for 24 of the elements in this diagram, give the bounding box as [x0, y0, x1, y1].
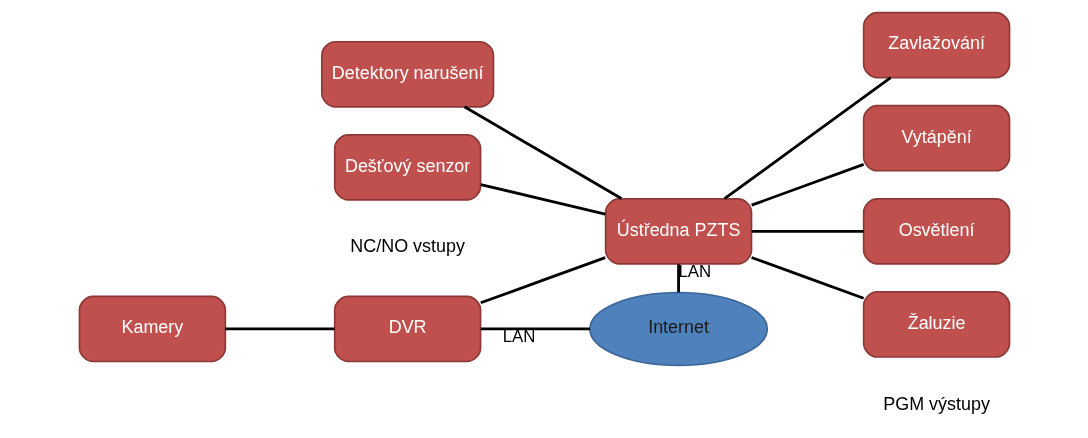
label: PGM výstupy	[882, 393, 990, 414]
node-box: Dešťový senzor	[333, 134, 481, 201]
connector	[750, 256, 864, 300]
connector	[479, 256, 606, 305]
label: NC/NO vstupy	[349, 236, 465, 257]
node-box: Vytápění	[862, 104, 1010, 172]
connector	[723, 76, 891, 200]
node-box: Kamery	[78, 295, 226, 363]
node-box: Detektory narušení	[320, 40, 494, 108]
node-box: Ústředna PZTS	[604, 197, 752, 265]
node-box: Zavlažování	[862, 11, 1010, 79]
node-box: Žaluzie	[862, 291, 1010, 358]
node-box: DVR	[333, 295, 481, 363]
edge-label: LAN	[502, 327, 535, 347]
node-ellipse: Internet	[588, 291, 768, 367]
connector	[751, 229, 864, 233]
connector	[463, 105, 622, 200]
connector	[750, 163, 864, 207]
connector	[480, 327, 590, 331]
edge-label: LAN	[677, 262, 711, 282]
connector	[479, 183, 606, 216]
connector	[676, 264, 680, 293]
connector	[224, 327, 334, 331]
node-box: Osvětlení	[862, 197, 1010, 265]
